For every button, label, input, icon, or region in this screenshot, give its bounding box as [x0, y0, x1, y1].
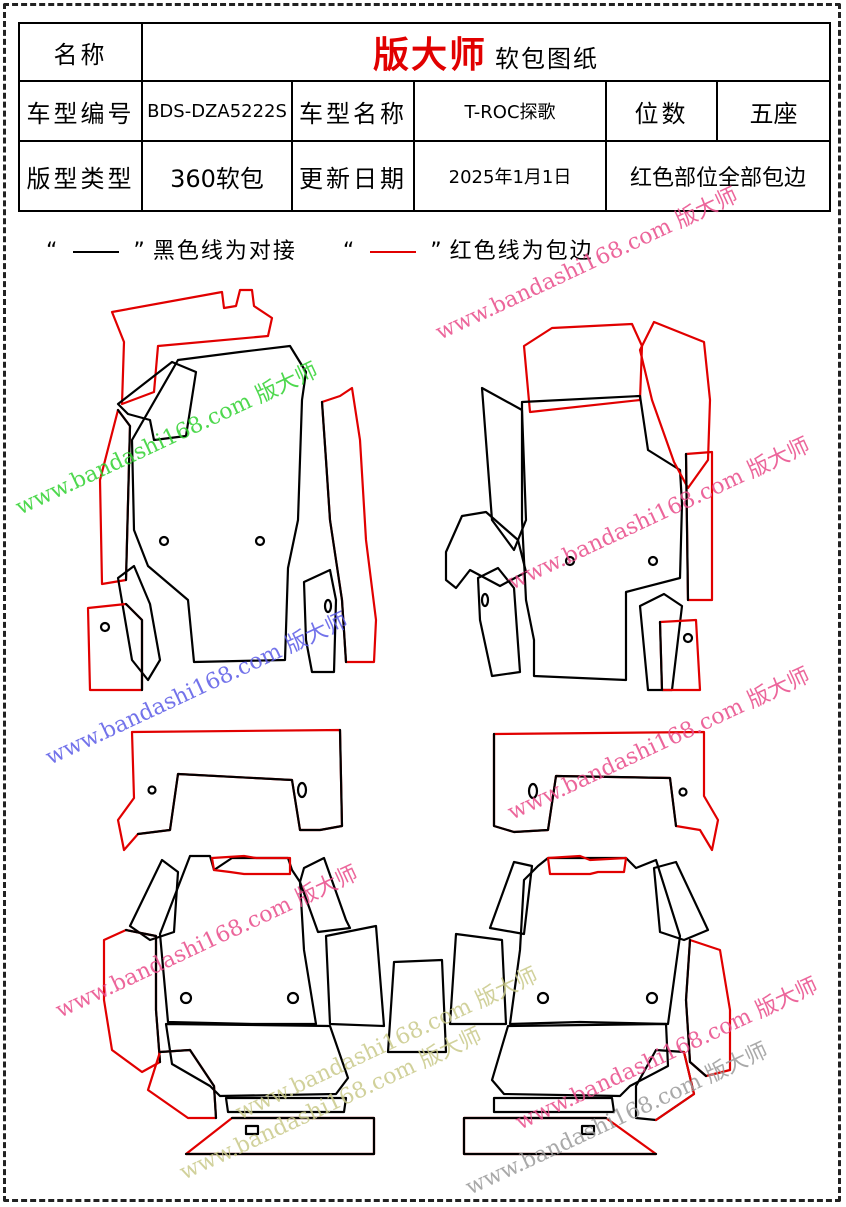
left-lower-bracket: [116, 564, 162, 682]
rear-right-main: [508, 856, 682, 1026]
model-code-label: 车型编号: [18, 80, 143, 142]
watermark: www.bandashi168.com 版大师: [232, 963, 542, 1125]
legend-quote-close: ”: [133, 239, 147, 264]
rear-right-bottom-black: [462, 1116, 658, 1156]
style-type-value: 360软包: [141, 140, 293, 212]
right-flap-hole: [678, 787, 688, 797]
right-inner-strip: [480, 386, 528, 552]
right-lower-strip: [476, 566, 522, 678]
watermark: www.bandashi168.com 版大师: [176, 1023, 486, 1185]
legend-black-text: 黑色线为对接: [152, 239, 297, 264]
rear-left-outer-black: [124, 928, 162, 1064]
rear-left-side-b: [298, 856, 352, 934]
legend: “”黑色线为对接 “”红色线为包边: [40, 233, 594, 265]
left-flap-hole: [147, 785, 157, 795]
right-main-panel: [520, 394, 684, 682]
rear-left-bolster-black: [158, 1048, 218, 1120]
model-name-label: 车型名称: [291, 80, 415, 142]
left-front-pieces: [86, 288, 378, 692]
rear-right-strip: [492, 1096, 616, 1114]
rear-right-outer-black: [684, 938, 708, 1078]
right-hole-2: [647, 555, 659, 567]
spec-table: 名称 版大师软包图纸 车型编号 BDS-DZA5222S 车型名称 T-ROC探…: [18, 22, 832, 212]
watermark: www.bandashi168.com 版大师: [432, 183, 742, 345]
rear-left-hole-2: [286, 991, 300, 1005]
left-slot: [323, 598, 333, 614]
left-hole-3: [99, 621, 111, 633]
model-name-value: T-ROC探歌: [413, 80, 607, 142]
rear-right-hole-2: [645, 991, 659, 1005]
rear-right-side-a: [488, 860, 534, 936]
left-upper-strip: [116, 360, 198, 442]
rear-left-top-cap: [210, 854, 292, 876]
rear-right-bolster-red: [654, 1050, 696, 1122]
model-code-value: BDS-DZA5222S: [141, 80, 293, 142]
right-small-block-black: [658, 620, 664, 692]
center-tunnel-piece: [386, 958, 448, 1054]
right-front-pieces: [444, 320, 714, 692]
legend-red-text: 红色线为包边: [449, 239, 594, 264]
right-curl-piece: [444, 510, 528, 590]
rear-left-side-a: [128, 858, 180, 942]
page-border: [3, 3, 841, 1202]
left-small-block-black: [124, 602, 144, 692]
left-side-long-black: [320, 400, 348, 664]
left-middle-flap-black: [136, 728, 344, 836]
right-hole-3: [682, 632, 694, 644]
seats-label: 位数: [605, 80, 718, 142]
right-slot: [480, 592, 490, 608]
watermark: www.bandashi168.com 版大师: [12, 358, 322, 520]
rear-left-outer: [102, 928, 162, 1074]
rear-left-hole-1: [179, 991, 193, 1005]
name-label: 名称: [18, 22, 143, 82]
right-middle-flap-black: [492, 732, 678, 834]
rear-right-bottom-slot: [580, 1124, 596, 1136]
right-flap-slot: [527, 782, 539, 800]
left-hole-1: [158, 535, 170, 547]
rear-right-side-b: [652, 860, 710, 942]
rear-left-pieces: [102, 854, 386, 1156]
right-rail-black: [684, 452, 690, 602]
brand-subtitle: 软包图纸: [495, 45, 600, 73]
watermark-layer: www.bandashi168.com 版大师 www.bandashi168.…: [12, 183, 822, 1200]
left-rail-black: [116, 408, 132, 582]
legend-black-line: [73, 251, 120, 253]
right-hole-1: [564, 555, 576, 567]
watermark: www.bandashi168.com 版大师: [462, 1038, 772, 1200]
left-main-panel: [130, 344, 308, 664]
legend-quote-close-red: ”: [430, 239, 444, 264]
rear-right-pieces: [448, 854, 732, 1156]
left-right-narrow-piece: [302, 568, 338, 674]
edging-note: 红色部位全部包边: [604, 140, 832, 212]
rear-left-bottom-slot: [244, 1124, 260, 1136]
rear-left-strip: [224, 1096, 348, 1114]
watermark: www.bandashi168.com 版大师: [52, 861, 362, 1023]
seats-value: 五座: [715, 80, 832, 142]
left-flap-slot: [296, 781, 308, 799]
legend-red-line: [370, 251, 417, 253]
rear-right-hole-1: [536, 991, 550, 1005]
update-date-value: 2025年1月1日: [413, 140, 607, 212]
style-type-label: 版型类型: [18, 140, 143, 212]
brand-title: 版大师: [373, 35, 488, 76]
middle-flap-pieces: [116, 728, 720, 852]
watermark: www.bandashi168.com 版大师: [512, 973, 822, 1135]
rear-right-side-panel: [448, 932, 508, 1026]
update-label: 更新日期: [291, 140, 415, 212]
left-small-block: [86, 602, 144, 692]
rear-left-lower-panel: [164, 1022, 350, 1098]
legend-quote-open: “: [46, 239, 60, 264]
watermark: www.bandashi168.com 版大师: [504, 663, 814, 825]
left-top-flap-piece: [110, 288, 274, 406]
rear-left-bottom-black: [184, 1116, 376, 1156]
left-hole-2: [254, 535, 266, 547]
rear-left-side-panel: [324, 924, 386, 1028]
right-bracket-piece: [638, 592, 684, 692]
title-cell: 版大师软包图纸: [140, 22, 832, 82]
legend-quote-open-red: “: [342, 239, 357, 264]
rear-right-top-cap: [546, 854, 628, 876]
right-curved-side: [638, 320, 712, 490]
rear-right-lower-panel: [490, 1022, 670, 1098]
